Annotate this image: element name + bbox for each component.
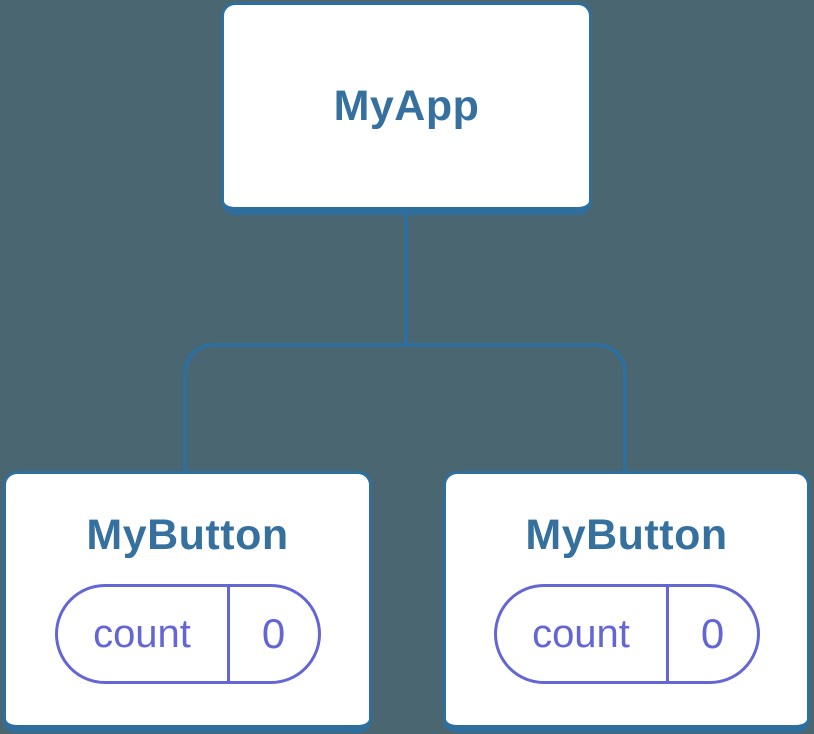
child-node-label: MyButton [525,511,728,559]
state-value: 0 [261,610,286,657]
root-node-myapp: MyApp [221,2,592,215]
state-key-label: count [497,587,669,681]
child-node-mybutton-1: MyButton count 0 [3,471,372,733]
root-node-label: MyApp [333,81,480,130]
connector-stem [404,213,408,344]
child-node-label: MyButton [86,511,289,559]
state-pill: count 0 [493,584,760,684]
child-node-mybutton-2: MyButton count 0 [443,471,810,733]
state-pill: count 0 [54,584,321,684]
state-value: 0 [700,610,725,657]
state-key-label: count [58,587,230,681]
connector-bracket [183,343,627,471]
